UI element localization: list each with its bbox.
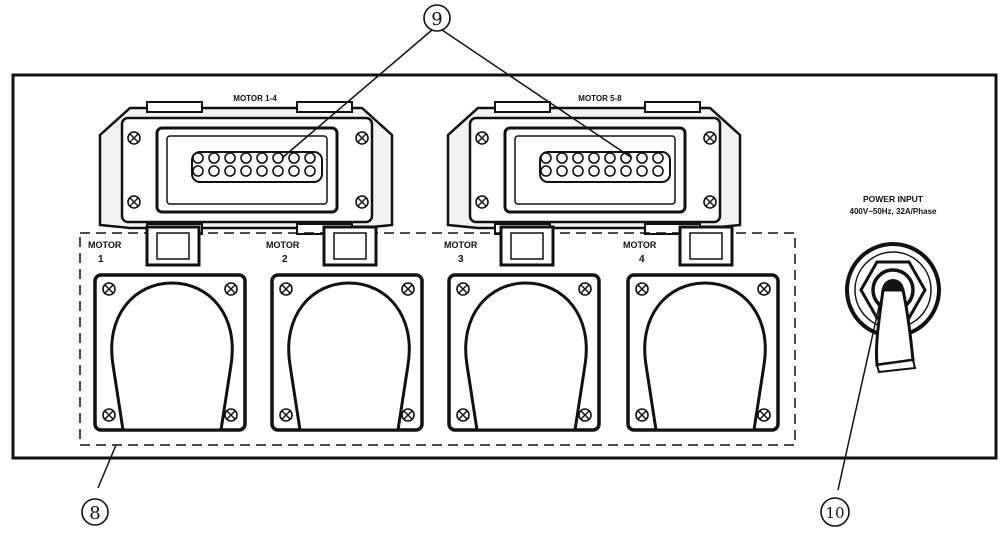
- socket-4-word: MOTOR: [623, 240, 657, 250]
- socket-1-number: 1: [98, 254, 104, 265]
- socket-3-word: MOTOR: [444, 240, 478, 250]
- connector-label-1-4: MOTOR 1-4: [233, 94, 277, 103]
- connector-pin: [604, 165, 616, 177]
- connector-label-5-8: MOTOR 5-8: [578, 94, 622, 103]
- connector-pin: [224, 165, 236, 177]
- connector-pin: [304, 165, 316, 177]
- socket-2-word: MOTOR: [266, 240, 300, 250]
- connector-pin: [540, 165, 552, 177]
- connector-pin: [620, 165, 632, 177]
- connector-pin: [256, 152, 268, 164]
- connector-pin: [540, 152, 552, 164]
- connector-pin: [636, 165, 648, 177]
- connector-pin: [240, 152, 252, 164]
- connector-pin: [192, 165, 204, 177]
- pin-array-1-4: [192, 152, 316, 177]
- svg-text:8: 8: [89, 503, 100, 524]
- leader-line-10: [837, 301, 881, 491]
- connector-pin: [288, 165, 300, 177]
- connector-pin: [652, 165, 664, 177]
- connector-pin: [304, 152, 316, 164]
- leader-line-9b: [441, 29, 633, 159]
- connector-pin: [240, 165, 252, 177]
- callout-8: 8: [81, 498, 109, 526]
- connector-pin: [272, 152, 284, 164]
- svg-text:10: 10: [825, 504, 844, 522]
- socket-1-word: MOTOR: [88, 240, 122, 250]
- connector-pin: [288, 152, 300, 164]
- leader-line-9a: [281, 29, 433, 159]
- power-input-title: POWER INPUT: [863, 194, 924, 204]
- connector-pin: [556, 152, 568, 164]
- connector-pin: [556, 165, 568, 177]
- socket-2-number: 2: [282, 254, 288, 265]
- connector-pin: [572, 152, 584, 164]
- callout-9: 9: [423, 4, 451, 32]
- connector-pin: [572, 165, 584, 177]
- leader-line-8: [97, 444, 117, 489]
- svg-text:9: 9: [431, 9, 442, 30]
- connector-pin: [208, 165, 220, 177]
- socket-3-number: 3: [458, 254, 464, 265]
- socket-group-outline: [79, 232, 796, 446]
- connector-pin: [588, 152, 600, 164]
- connector-pin: [272, 165, 284, 177]
- connector-pin: [224, 152, 236, 164]
- callout-10: 10: [820, 497, 850, 527]
- socket-4-number: 4: [639, 254, 645, 265]
- power-input-spec: 400V~50Hz, 32A/Phase: [850, 207, 937, 216]
- connector-pin: [604, 152, 616, 164]
- connector-pin: [588, 165, 600, 177]
- connector-pin: [256, 165, 268, 177]
- connector-pin: [636, 152, 648, 164]
- connector-pin: [652, 152, 664, 164]
- connector-pin: [192, 152, 204, 164]
- connector-pin: [208, 152, 220, 164]
- power-cable-gland: [845, 242, 941, 374]
